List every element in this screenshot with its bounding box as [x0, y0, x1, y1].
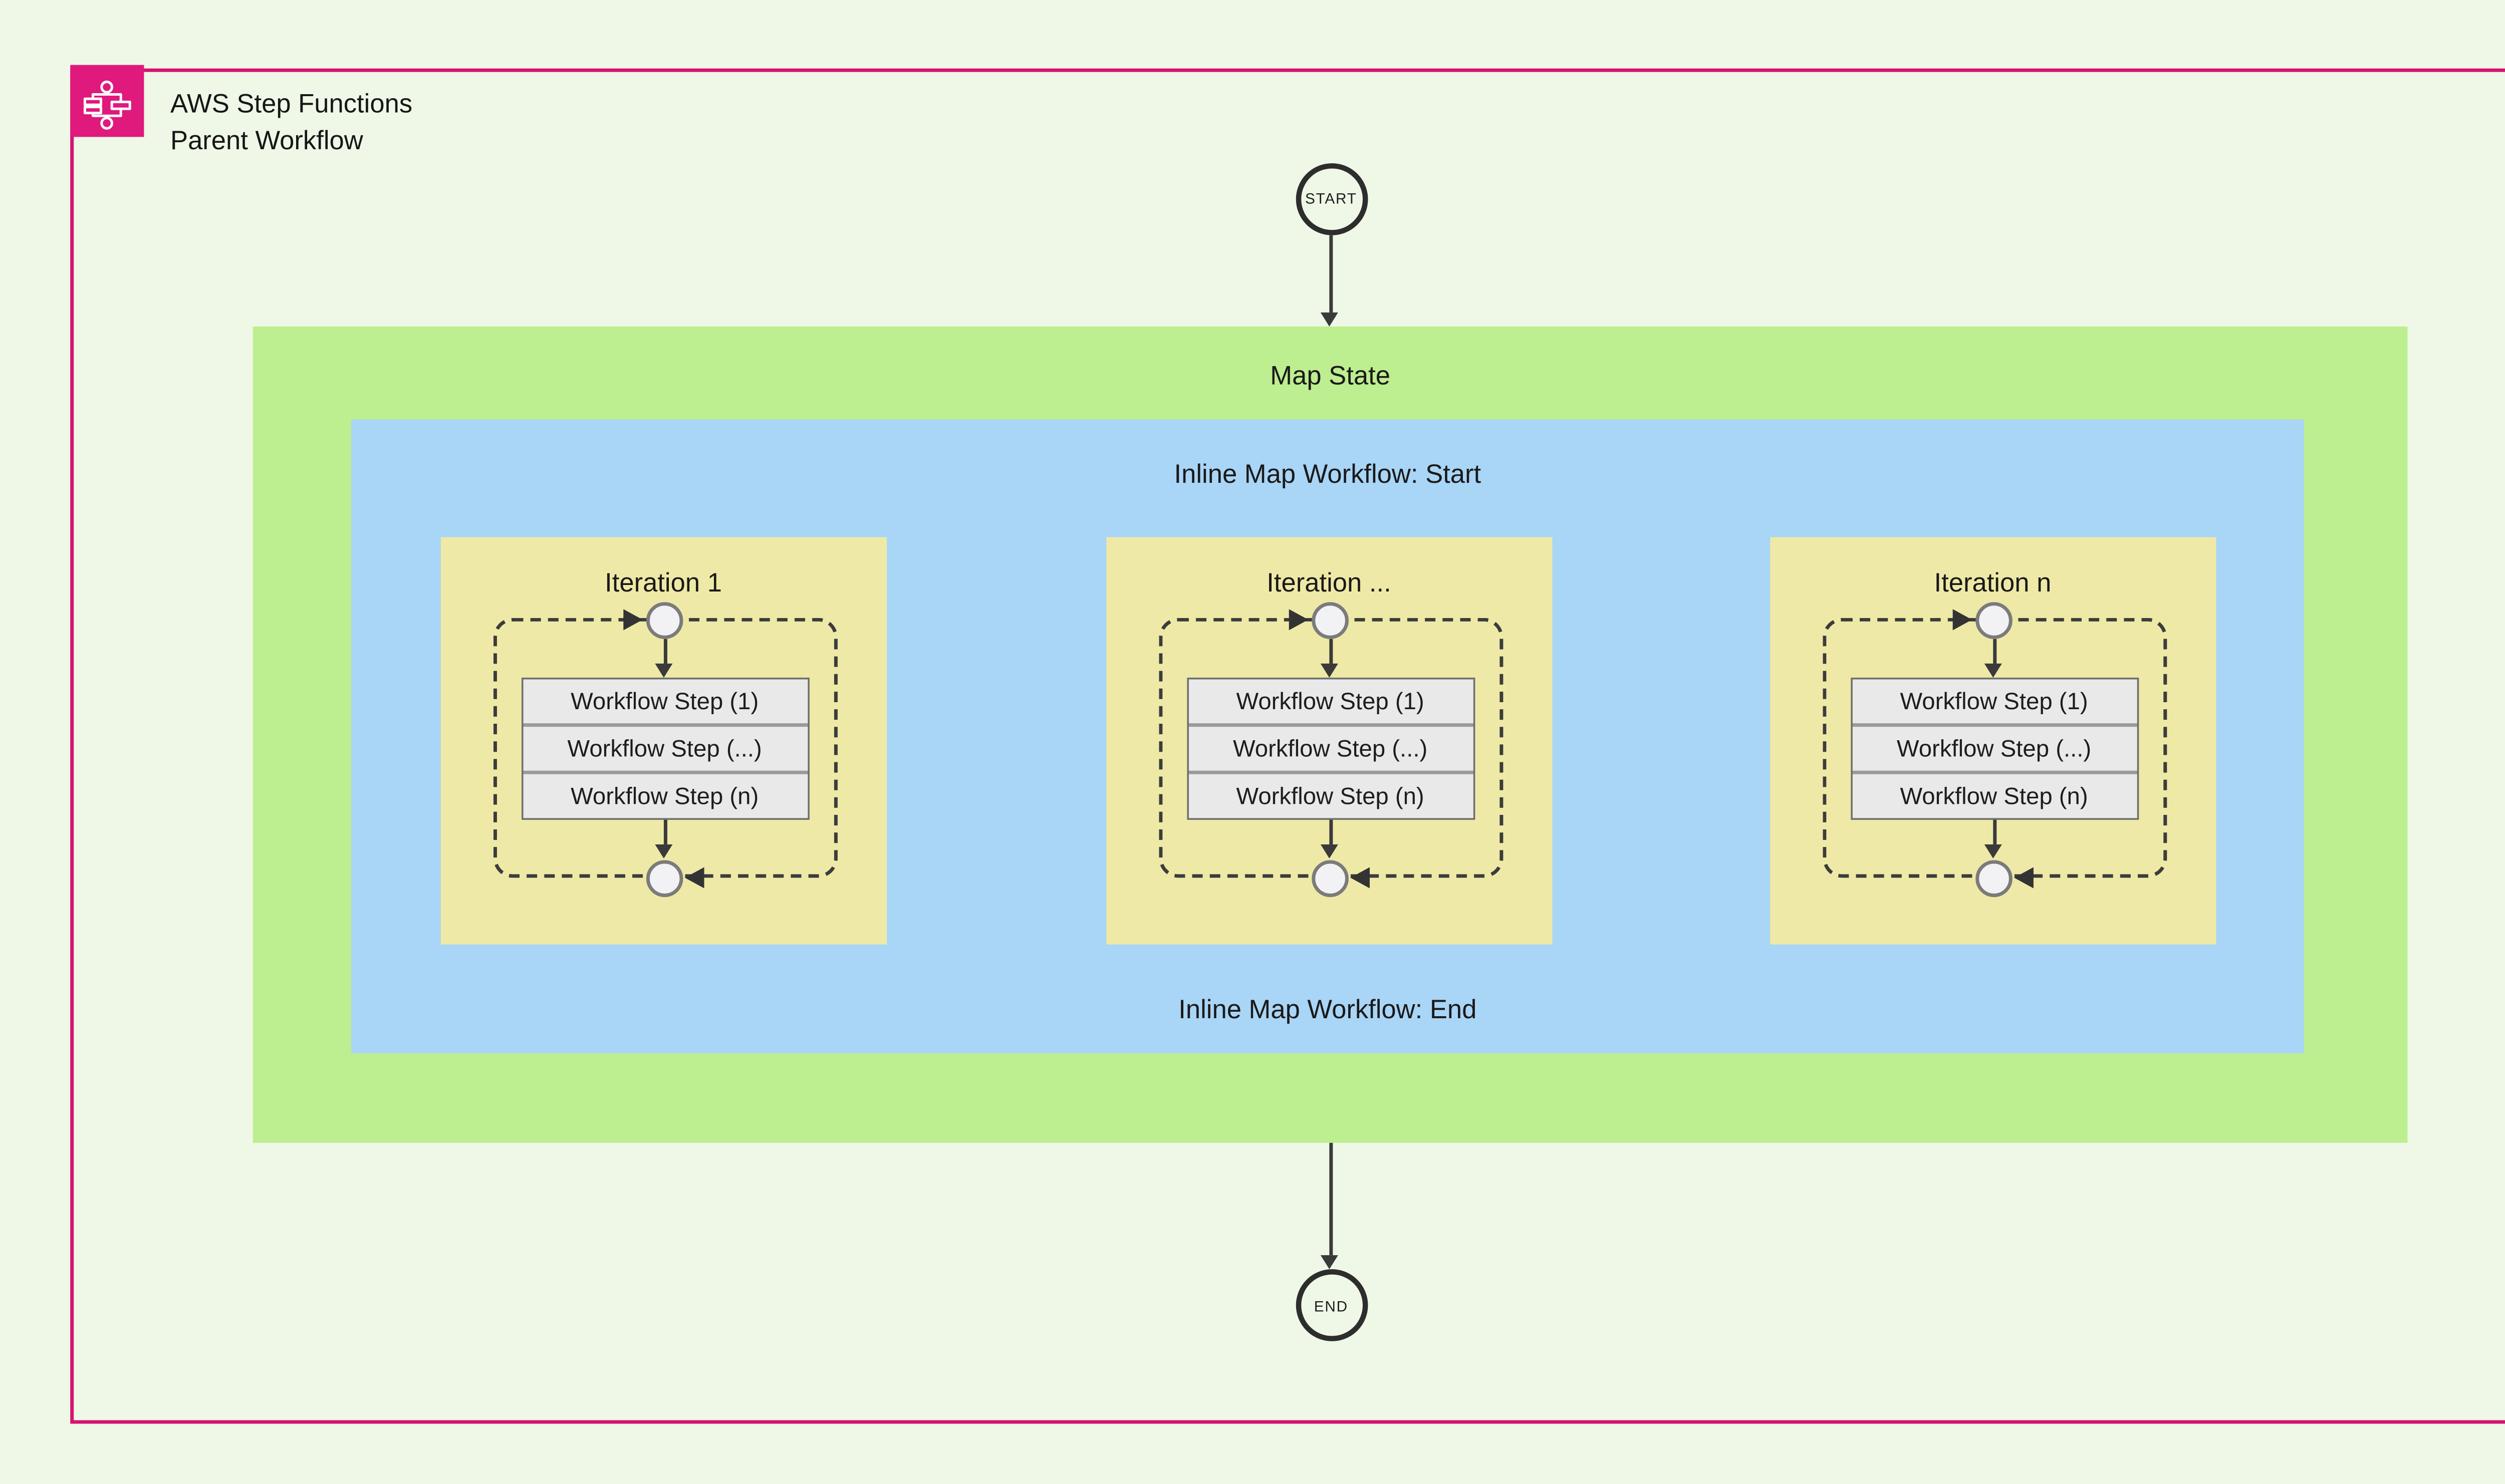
workflow-steps-stack: Workflow Step (1) Workflow Step (...) Wo… [1186, 677, 1474, 820]
workflow-step: Workflow Step (1) [1852, 679, 2136, 723]
loop-return-arrowhead-icon [1350, 867, 1370, 888]
loop-return-arrowhead-icon [2014, 867, 2034, 888]
loop-entry-arrowhead-icon [1289, 609, 1309, 631]
iteration-box-1: Iteration 1 Workflow Step (1) Workflow S… [440, 537, 886, 945]
step-functions-icon [70, 65, 144, 137]
map-state-title: Map State [1270, 362, 1390, 392]
workflow-step: Workflow Step (n) [1852, 774, 2136, 818]
loop-entry-arrowhead-icon [1952, 609, 1972, 631]
start-node: START [1295, 162, 1367, 234]
loop-return-arrowhead-icon [684, 867, 704, 888]
inline-workflow-end-label: Inline Map Workflow: End [1178, 995, 1477, 1025]
workflow-steps-stack: Workflow Step (1) Workflow Step (...) Wo… [521, 677, 809, 820]
arrow-start-to-map-state [1320, 235, 1338, 327]
workflow-title: Parent Workflow [170, 126, 363, 156]
iteration-start-dot [1312, 601, 1349, 639]
iteration-title: Iteration 1 [605, 568, 722, 599]
iteration-title: Iteration n [1934, 568, 2052, 599]
diagram-header: AWS Step Functions Parent Workflow [170, 86, 412, 160]
arrow-dot-to-steps [1320, 639, 1338, 678]
start-node-label: START [1305, 189, 1357, 207]
arrow-map-state-to-end [1320, 1142, 1338, 1270]
iteration-end-dot [1312, 859, 1349, 897]
end-node-label: END [1314, 1296, 1348, 1314]
service-title: AWS Step Functions [170, 89, 413, 120]
iteration-start-dot [646, 601, 683, 639]
iteration-box-n: Iteration n Workflow Step (1) Workflow S… [1770, 537, 2215, 945]
inline-workflow-start-label: Inline Map Workflow: Start [1174, 460, 1481, 490]
arrow-steps-to-dot [655, 819, 673, 858]
workflow-step: Workflow Step (1) [522, 679, 807, 723]
workflow-step: Workflow Step (n) [522, 774, 807, 818]
iteration-end-dot [1975, 859, 2013, 897]
arrow-dot-to-steps [1984, 639, 2002, 678]
workflow-step: Workflow Step (1) [1188, 679, 1473, 723]
iteration-end-dot [646, 859, 683, 897]
arrow-dot-to-steps [655, 639, 673, 678]
end-node: END [1295, 1269, 1367, 1341]
iteration-box-middle: Iteration ... Workflow Step (1) Workflow… [1106, 537, 1552, 945]
workflow-step: Workflow Step (n) [1188, 774, 1473, 818]
parent-workflow-frame [70, 68, 2505, 1424]
workflow-glyph [83, 80, 131, 130]
arrow-steps-to-dot [1984, 819, 2002, 858]
workflow-step: Workflow Step (...) [522, 727, 807, 771]
arrow-steps-to-dot [1320, 819, 1338, 858]
workflow-step: Workflow Step (...) [1188, 727, 1473, 771]
iteration-start-dot [1975, 601, 2013, 639]
iteration-title: Iteration ... [1267, 568, 1391, 599]
workflow-step: Workflow Step (...) [1852, 727, 2136, 771]
loop-entry-arrowhead-icon [623, 609, 643, 631]
workflow-steps-stack: Workflow Step (1) Workflow Step (...) Wo… [1850, 677, 2138, 820]
